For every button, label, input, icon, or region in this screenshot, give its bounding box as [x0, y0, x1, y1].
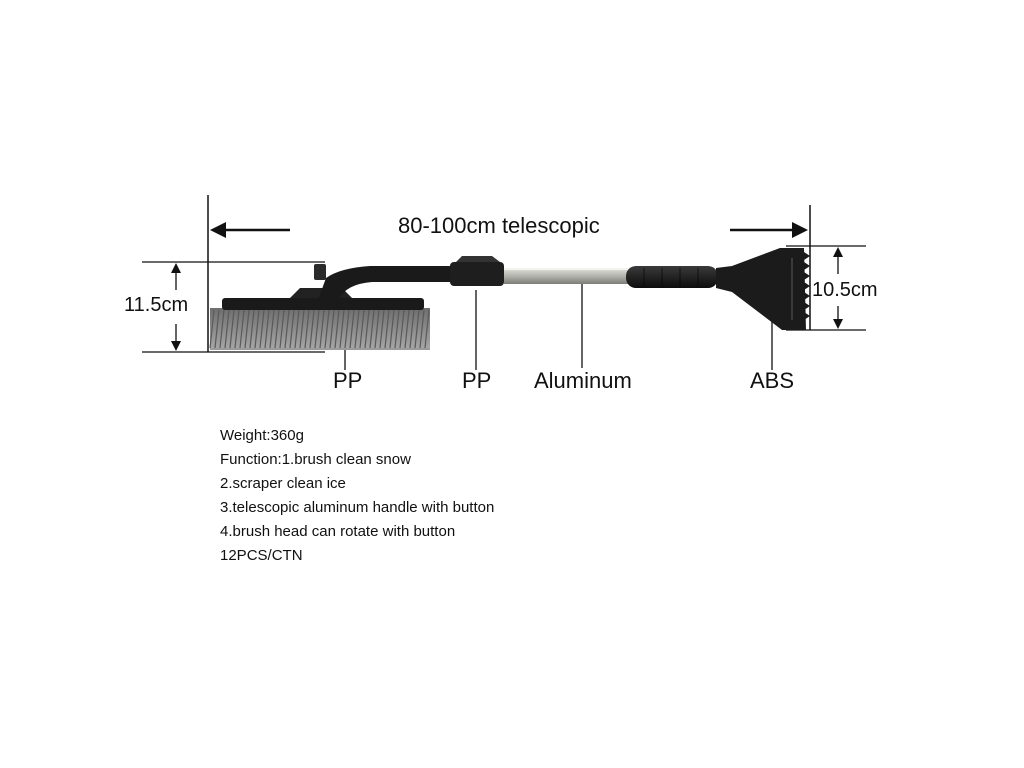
brush-head-material-label: PP: [333, 368, 363, 393]
scraper-height-label: 10.5cm: [812, 279, 878, 301]
spec-line: Weight:360g: [220, 427, 304, 444]
right-arrow: [730, 222, 808, 238]
aluminum-tube: [504, 268, 628, 284]
scraper-material-label: ABS: [750, 368, 795, 393]
brush-base: [222, 298, 424, 310]
brush-neck: [318, 266, 452, 300]
spec-list: Weight:360g Function:1.brush clean snow …: [220, 424, 494, 568]
spec-line: 4.brush head can rotate with button: [220, 523, 456, 540]
foam-grip: [626, 266, 718, 288]
spec-line: 3.telescopic aluminum handle with button: [220, 499, 495, 516]
lock-button: [456, 256, 500, 262]
handle-material-label: Aluminum: [534, 368, 632, 393]
left-arrow: [210, 222, 290, 238]
length-dimension: [207, 195, 811, 352]
brush-height-label: 11.5cm: [124, 294, 189, 316]
brush-bristles: [209, 308, 430, 350]
spec-line: Function:1.brush clean snow: [220, 451, 411, 468]
connector-material-label: PP: [462, 368, 492, 393]
brush-height-dimension: [142, 261, 325, 353]
rotate-button: [314, 264, 326, 280]
length-label: 80-100cm telescopic: [398, 213, 600, 238]
pp-connector: [450, 262, 504, 286]
spec-line: 2.scraper clean ice: [220, 475, 346, 492]
ice-scraper: [716, 248, 806, 330]
snow-brush-product: [209, 248, 810, 350]
spec-line: 12PCS/CTN: [220, 547, 303, 564]
